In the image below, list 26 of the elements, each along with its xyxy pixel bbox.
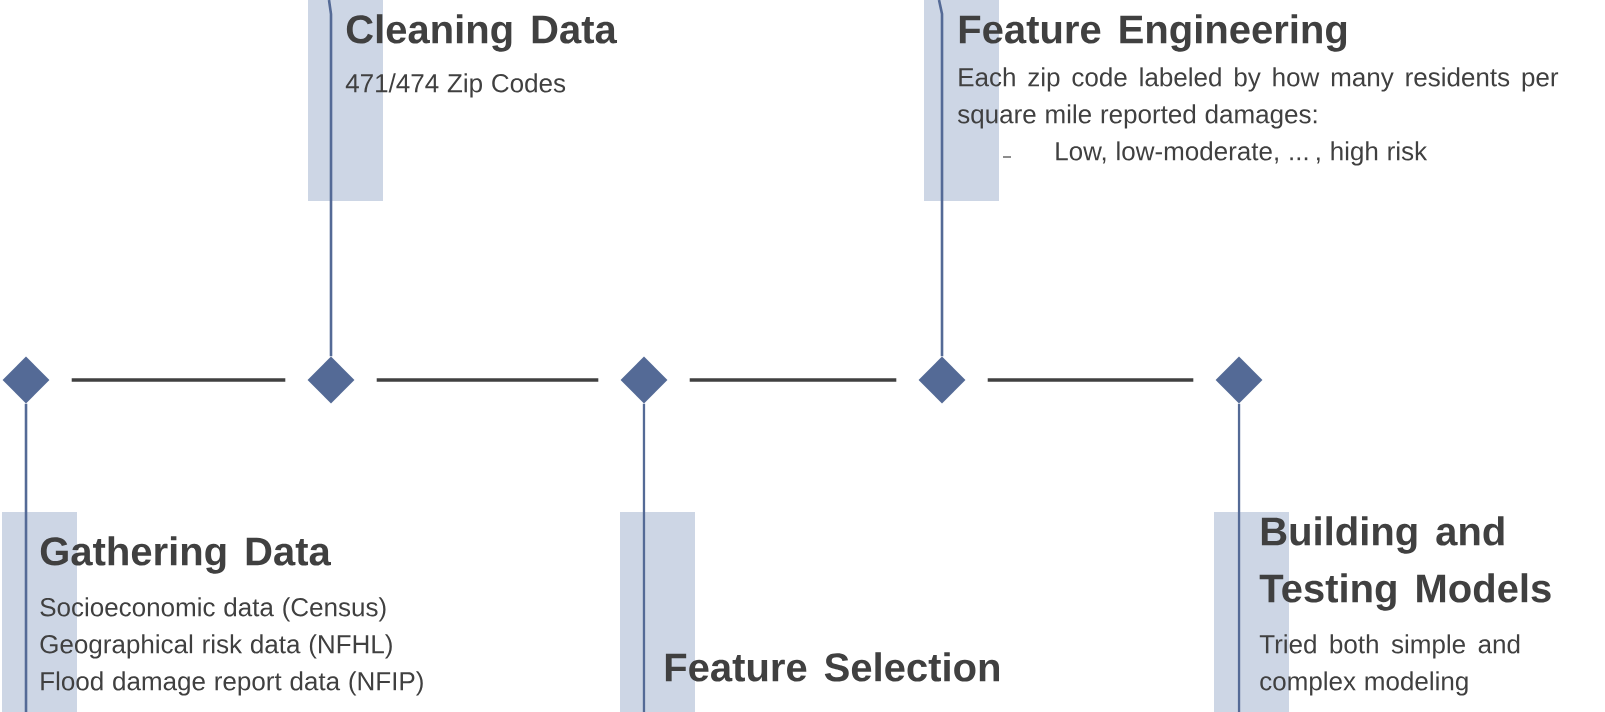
connector-line	[642, 403, 646, 712]
list-item: Low, low-moderate, ... , high risk	[1056, 141, 1428, 166]
stage-description: Each zip code labeled by how many residents per square mile reported damages:	[957, 67, 1559, 129]
connector-line	[376, 378, 599, 382]
connector-line	[1237, 403, 1241, 712]
diamond-marker	[307, 356, 355, 404]
stage-heading: Building and Testing Models	[1259, 516, 1551, 611]
connector-line	[24, 403, 28, 712]
connector-line	[327, 0, 333, 357]
stage-description: Socioeconomic data (Census)	[40, 597, 386, 622]
diamond-marker	[620, 356, 668, 404]
stage-description: Geographical risk data (NFHL)	[40, 634, 392, 659]
diamond-marker	[2, 356, 50, 404]
diamond-marker	[1215, 356, 1263, 404]
diamond-marker	[918, 356, 966, 404]
stage-description: 471/474 Zip Codes	[345, 73, 566, 98]
stage-heading: Feature Selection	[665, 652, 999, 682]
stage-description: Tried both simple and complex modeling	[1259, 634, 1520, 696]
stage-heading: Gathering Data	[40, 536, 331, 574]
stage-heading: Feature Engineering	[959, 14, 1347, 52]
stage-description: Flood damage report data (NFIP)	[41, 671, 423, 696]
connector-line	[689, 378, 897, 382]
connector-line	[937, 0, 944, 357]
connector-line	[71, 378, 286, 382]
connector-line	[987, 378, 1194, 382]
stage-heading: Cleaning Data	[346, 14, 617, 52]
